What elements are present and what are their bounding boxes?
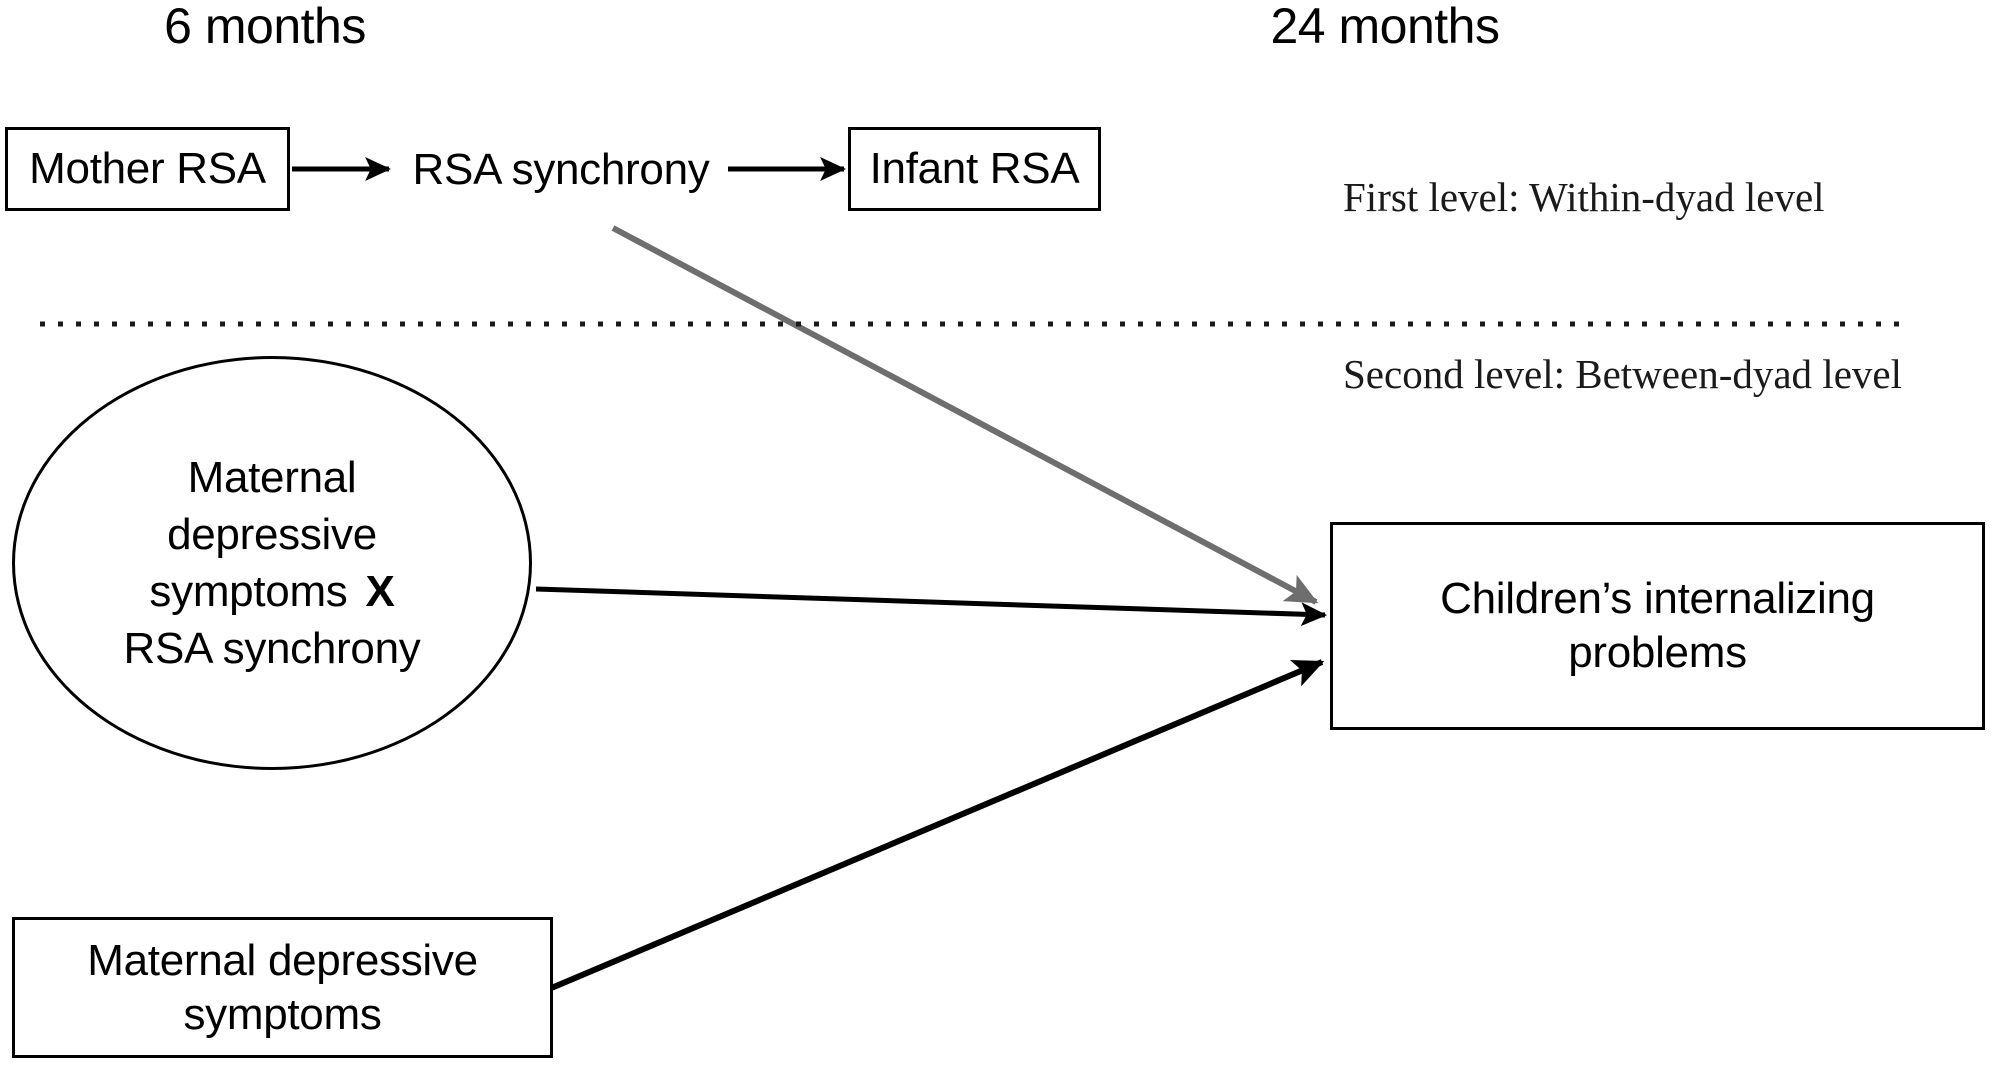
node-interaction-line-4: RSA synchrony	[123, 624, 421, 674]
edge-synchrony-to-internalizing	[611, 225, 1319, 605]
first-level-label: First level: Within-dyad level	[1343, 174, 1825, 220]
timeline-label-24-months: 24 months	[1270, 0, 1500, 54]
node-children-internalizing-problems[interactable]: Children’s internalizing problems	[1330, 522, 1985, 730]
edge-depressive-to-internalizing	[547, 659, 1325, 992]
node-maternal-depressive-symptoms[interactable]: Maternal depressive symptoms	[12, 917, 553, 1058]
node-rsa-synchrony-label: RSA synchrony	[412, 145, 710, 195]
node-interaction-line-3: symptoms X	[139, 563, 404, 620]
node-infant-rsa[interactable]: Infant RSA	[848, 127, 1101, 211]
node-interaction-line-2: depressive	[167, 509, 377, 559]
timeline-label-6-months: 6 months	[164, 0, 366, 54]
node-mother-rsa-label: Mother RSA	[29, 144, 266, 194]
node-rsa-synchrony[interactable]: RSA synchrony	[396, 134, 726, 206]
node-maternal-depressive-line-2: symptoms	[183, 989, 382, 1039]
node-children-internalizing-line-1: Children’s internalizing	[1440, 574, 1875, 624]
node-infant-rsa-label: Infant RSA	[869, 144, 1080, 194]
node-interaction-line-1: Maternal	[187, 452, 357, 502]
node-interaction-symptoms-text: symptoms	[149, 567, 348, 616]
node-children-internalizing-line-2: problems	[1568, 628, 1747, 677]
node-mother-rsa[interactable]: Mother RSA	[5, 127, 290, 211]
node-interaction-multiplication-operator: X	[365, 567, 395, 616]
edge-interaction-to-internalizing	[535, 586, 1328, 627]
node-interaction-ellipse[interactable]: Maternal depressive symptoms X RSA synchr…	[12, 356, 532, 770]
node-maternal-depressive-line-1: Maternal depressive	[87, 935, 478, 985]
second-level-label: Second level: Between-dyad level	[1343, 351, 1902, 397]
